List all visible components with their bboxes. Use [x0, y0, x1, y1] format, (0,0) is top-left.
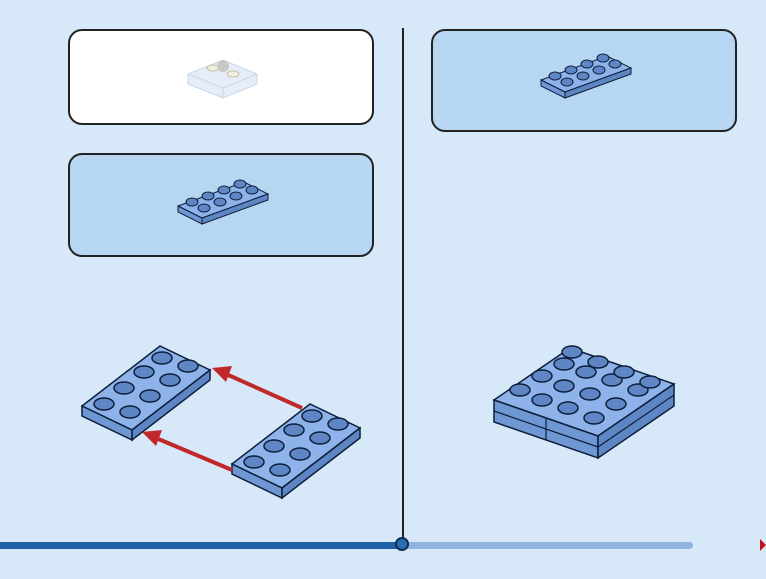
page-divider	[402, 28, 404, 549]
progress-knob[interactable]	[395, 537, 409, 551]
parts-list-panel-1	[68, 29, 374, 125]
plate-left	[82, 346, 210, 440]
progress-fill	[0, 542, 402, 549]
plate-2x4-icon	[174, 170, 274, 230]
plate-right	[232, 404, 360, 498]
plate-2x4-icon	[537, 44, 637, 104]
parts-list-panel-3	[431, 29, 737, 132]
ghost-assembly-icon	[183, 52, 263, 100]
step-right-diagram	[490, 342, 680, 467]
parts-list-panel-2	[68, 153, 374, 257]
next-page-marker[interactable]	[760, 539, 766, 551]
step-left-diagram	[80, 340, 370, 505]
